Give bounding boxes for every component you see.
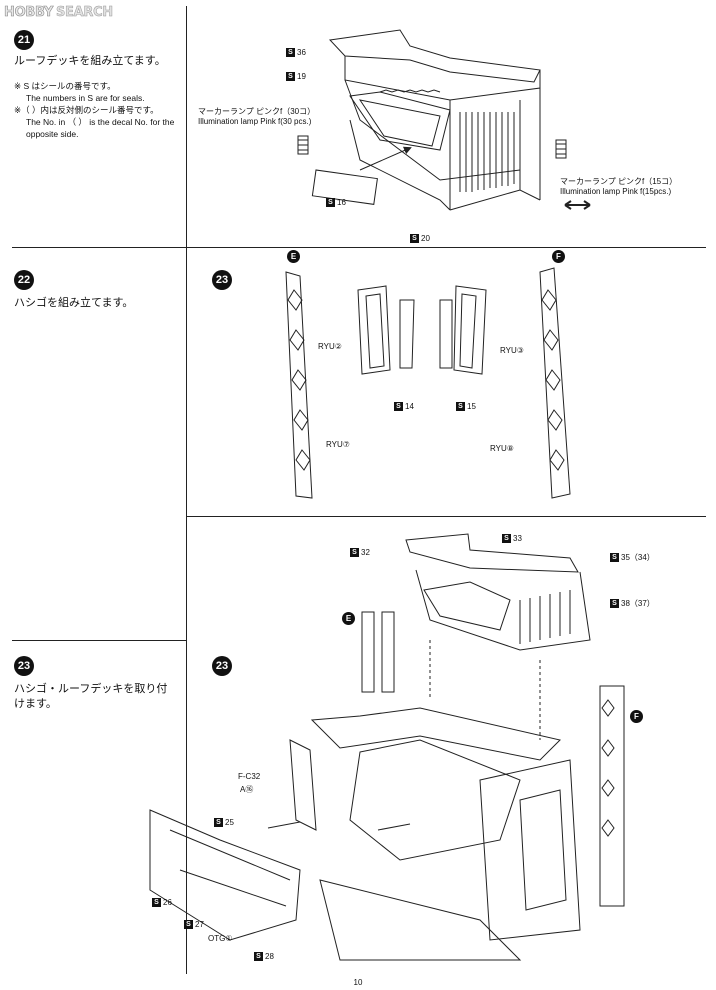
divider-22-23 (12, 640, 186, 641)
step-23-title: ハシゴ・ルーフデッキを取り付けます。 (14, 683, 168, 710)
lamp-15-jp: マーカーランプ ピンクf（15コ） (560, 177, 678, 186)
step-21-title: ルーフデッキを組み立てます。 (14, 55, 166, 67)
step-23-number: 23 (14, 656, 34, 676)
page-number: 10 (353, 978, 363, 987)
roof-deck-drawing (297, 29, 591, 211)
a16-label: A⑯ (240, 785, 254, 794)
ryu2-label: RYU② (318, 342, 342, 351)
step-23-badge-bottom: 23 (212, 656, 232, 676)
lamp-30-en: Illumination lamp Pink f(30 pcs.) (198, 117, 312, 126)
step-22-number: 22 (14, 270, 34, 290)
decal-note-en: The No. in （ ） is the decal No. for the … (26, 117, 175, 139)
logo-mark: HOBBY (4, 4, 54, 20)
lamp-30-jp: マーカーランプ ピンクf（30コ） (198, 107, 316, 116)
logo-text: SEARCH (55, 4, 114, 20)
seal-note-jp: ※ S はシールの番号です。 (14, 81, 116, 91)
part-f-marker-top: F (552, 250, 565, 263)
ryu7-label: RYU⑦ (326, 440, 350, 449)
step-22-title: ハシゴを組み立てます。 (14, 297, 134, 309)
cab-assembly-drawing (149, 533, 625, 961)
divider-21-22-right (186, 247, 706, 248)
part-e-marker-top: E (287, 250, 300, 263)
column-divider (186, 6, 187, 974)
step-21-number: 21 (14, 30, 34, 50)
fc32-label: F-C32 (238, 772, 261, 781)
otg1-label: OTG① (208, 934, 233, 943)
divider-21-22-left (12, 247, 186, 248)
ladder-pair-drawing (285, 267, 571, 499)
seal-note-en: The numbers in S are for seals. (26, 93, 145, 103)
part-f-marker-bottom: F (630, 710, 643, 723)
decal-note-jp: ※（ ）内は反対側のシール番号です。 (14, 105, 159, 115)
lamp-15-en: Illumination lamp Pink f(15pcs.) (560, 187, 672, 196)
ryu8-label: RYU⑧ (490, 444, 514, 453)
hobbysearch-logo: HOBBY SEARCH (4, 3, 114, 21)
divider-23a-23b (186, 516, 706, 517)
step-23-badge-top: 23 (212, 270, 232, 290)
part-e-marker-bottom: E (342, 612, 355, 625)
seal-note: ※ S はシールの番号です。 The numbers in S are for … (14, 80, 182, 140)
ryu3-label: RYU③ (500, 346, 524, 355)
